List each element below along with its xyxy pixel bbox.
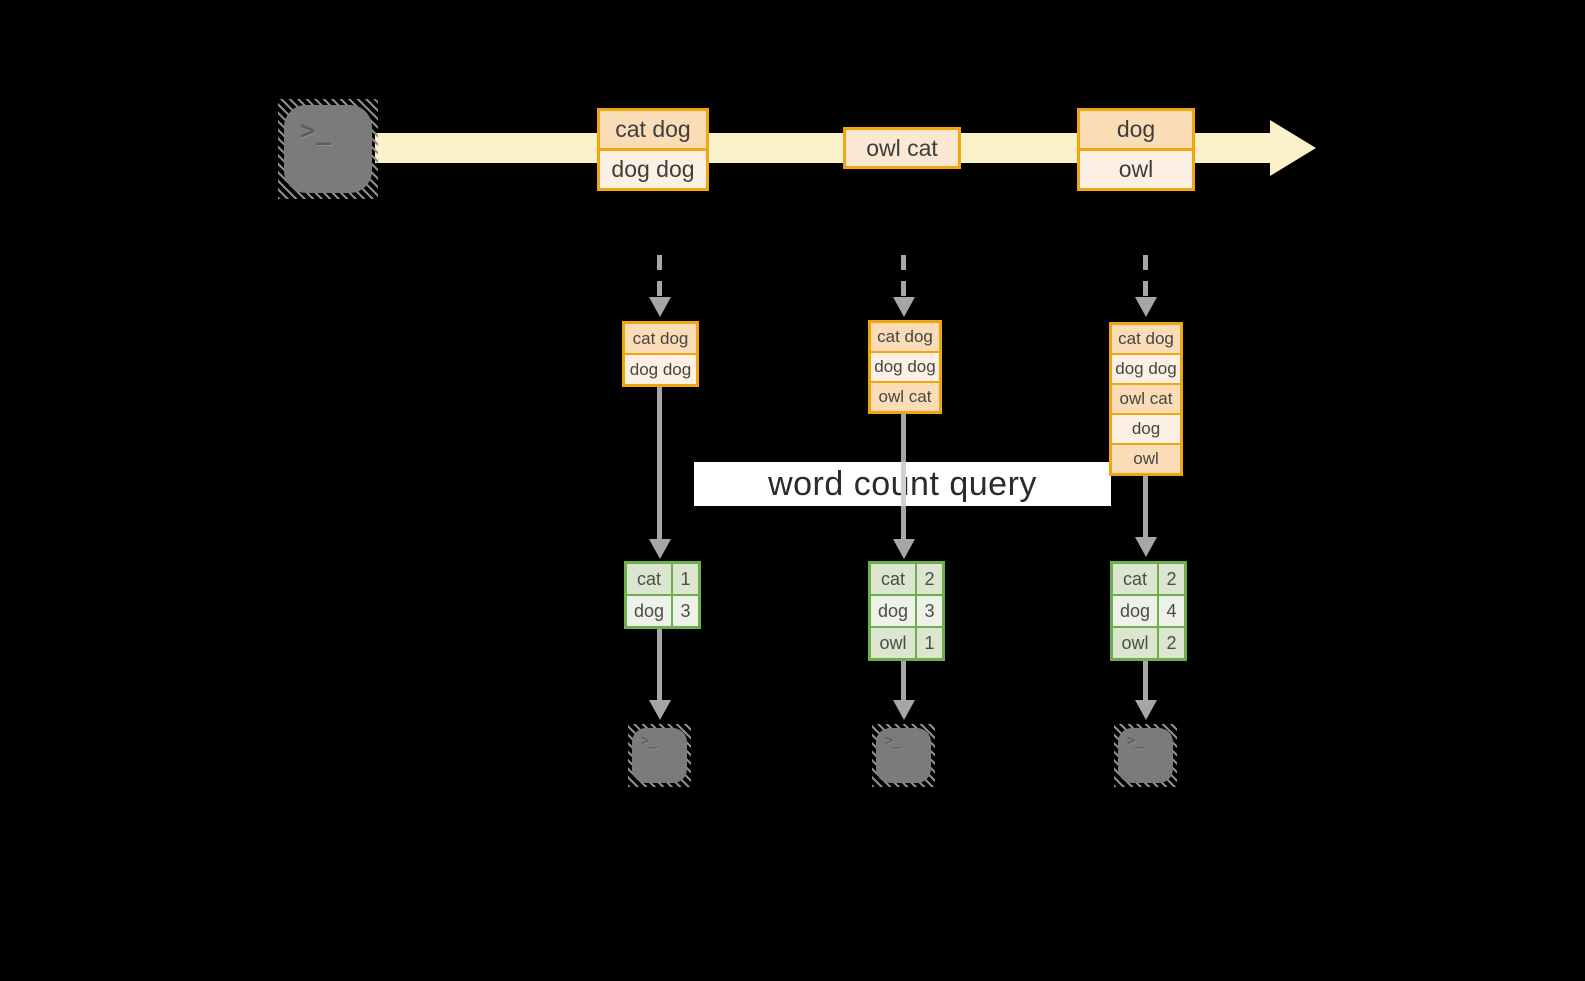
count-cell: 2: [1159, 628, 1184, 658]
source-terminal-icon: >_: [278, 99, 378, 199]
count-cell: 3: [917, 596, 942, 626]
buffer-line: cat dog: [625, 324, 696, 353]
stream-event-box: dog owl: [1077, 108, 1195, 191]
query-arrow-line: [657, 387, 662, 540]
word-cell: cat: [871, 564, 915, 594]
buffer-line: dog dog: [625, 355, 696, 384]
ingest-arrow-head-icon: [649, 297, 671, 317]
output-arrow-head-icon: [893, 700, 915, 720]
ingest-arrow-head-icon: [893, 297, 915, 317]
count-cell: 4: [1159, 596, 1184, 626]
buffer-line: dog: [1112, 415, 1180, 443]
ingest-arrow-line: [901, 255, 906, 298]
query-arrow-line: [1143, 476, 1148, 538]
buffer-line: dog dog: [871, 353, 939, 381]
output-terminal-icon: >_: [628, 724, 691, 787]
output-terminal-icon: >_: [1114, 724, 1177, 787]
terminal-body: >_: [1118, 728, 1173, 783]
count-table: cat 1 dog 3: [624, 561, 701, 629]
stream-event-line: cat dog: [600, 111, 706, 148]
word-cell: dog: [871, 596, 915, 626]
query-arrow-head-icon: [893, 539, 915, 559]
terminal-prompt-glyph: >_: [885, 733, 902, 749]
ingest-arrow-line: [657, 255, 662, 298]
count-table: cat 2 dog 4 owl 2: [1110, 561, 1187, 661]
buffer-line: owl cat: [871, 383, 939, 411]
terminal-prompt-glyph: >_: [1127, 733, 1144, 749]
buffer-line: cat dog: [871, 323, 939, 351]
terminal-prompt-glyph: >_: [300, 116, 332, 146]
stream-event-line: dog: [1080, 111, 1192, 148]
arrow-through-band-segment: [901, 462, 906, 506]
terminal-body: >_: [284, 105, 372, 193]
stream-event-line: owl: [1080, 151, 1192, 188]
buffer-line: dog dog: [1112, 355, 1180, 383]
buffer-line: owl: [1112, 445, 1180, 473]
count-cell: 1: [673, 564, 698, 594]
word-cell: dog: [627, 596, 671, 626]
count-cell: 1: [917, 628, 942, 658]
word-cell: owl: [871, 628, 915, 658]
stream-arrow-head-icon: [1270, 120, 1316, 176]
stream-event-box: owl cat: [843, 127, 961, 169]
window-buffer: cat dog dog dog owl cat dog owl: [1109, 322, 1183, 476]
window-buffer: cat dog dog dog owl cat: [868, 320, 942, 414]
ingest-arrow-line: [1143, 255, 1148, 298]
word-cell: cat: [1113, 564, 1157, 594]
output-arrow-line: [1143, 661, 1148, 701]
output-arrow-head-icon: [649, 700, 671, 720]
output-arrow-line: [657, 629, 662, 701]
word-cell: cat: [627, 564, 671, 594]
terminal-body: >_: [632, 728, 687, 783]
terminal-prompt-glyph: >_: [641, 733, 658, 749]
word-cell: owl: [1113, 628, 1157, 658]
stream-event-box: cat dog dog dog: [597, 108, 709, 191]
buffer-line: cat dog: [1112, 325, 1180, 353]
output-terminal-icon: >_: [872, 724, 935, 787]
query-arrow-head-icon: [1135, 537, 1157, 557]
count-cell: 2: [1159, 564, 1184, 594]
window-buffer: cat dog dog dog: [622, 321, 699, 387]
stream-event-line: dog dog: [600, 151, 706, 188]
terminal-body: >_: [876, 728, 931, 783]
buffer-line: owl cat: [1112, 385, 1180, 413]
count-cell: 2: [917, 564, 942, 594]
output-arrow-head-icon: [1135, 700, 1157, 720]
stream-event-line: owl cat: [846, 130, 958, 166]
count-table: cat 2 dog 3 owl 1: [868, 561, 945, 661]
query-arrow-head-icon: [649, 539, 671, 559]
count-cell: 3: [673, 596, 698, 626]
word-cell: dog: [1113, 596, 1157, 626]
ingest-arrow-head-icon: [1135, 297, 1157, 317]
output-arrow-line: [901, 661, 906, 701]
